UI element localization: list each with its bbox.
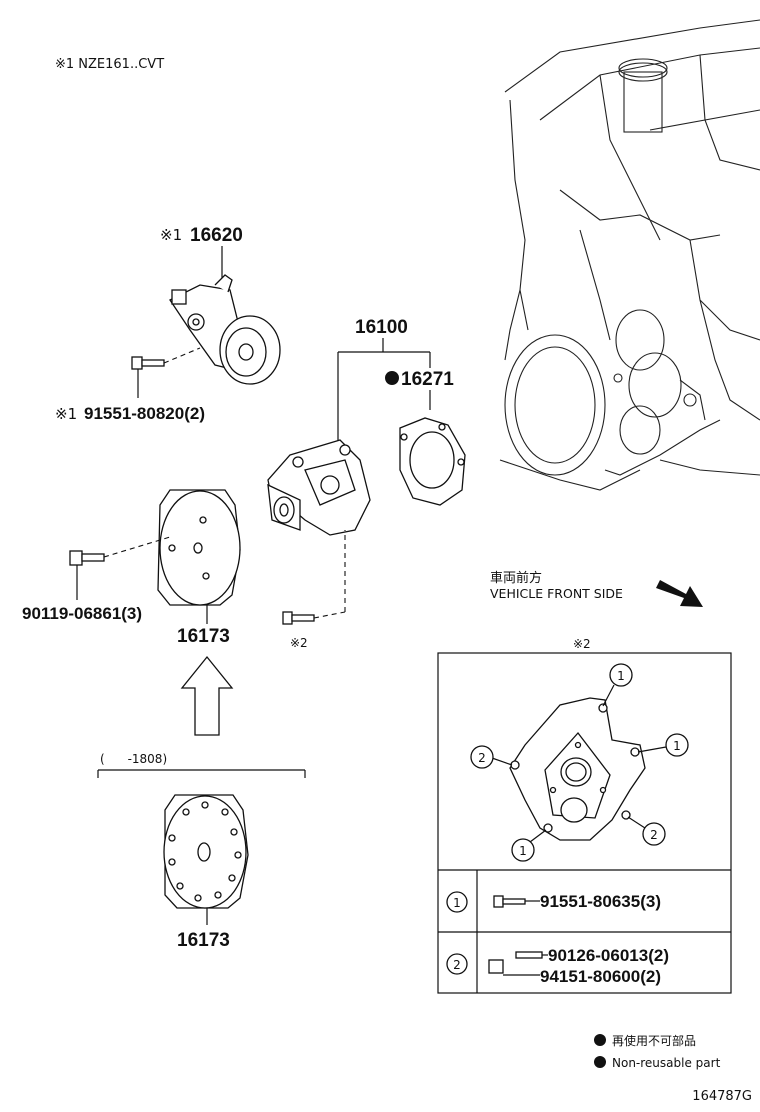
engine-block-illustration — [499, 19, 760, 491]
note-nze161-cvt: ※1 NZE161..CVT — [55, 57, 164, 72]
vehicle-front-en: VEHICLE FRONT SIDE — [490, 586, 623, 601]
svg-text:2: 2 — [453, 958, 461, 972]
inset-part-number: 91551-80635(3) — [540, 892, 661, 911]
note-mark-2: ※2 — [290, 636, 308, 650]
pump-bolt-illustration — [282, 530, 346, 625]
legend: 再使用不可部品 Non-reusable part — [594, 1033, 721, 1070]
svg-text:1: 1 — [617, 669, 625, 683]
water-pump-part-number: 16100 — [355, 317, 408, 338]
svg-text:1: 1 — [519, 844, 527, 858]
front-direction-arrow-icon — [656, 580, 703, 607]
svg-text:2: 2 — [478, 751, 486, 765]
inset-callout: 2 — [470, 745, 513, 769]
inset-pump-illustration — [509, 697, 646, 841]
pulley-bolt-illustration — [69, 536, 171, 566]
inset-note-mark-2: ※2 — [573, 637, 591, 651]
inset-part-number: 90126-06013(2) — [548, 946, 669, 965]
inset-callout: 1 — [511, 829, 547, 862]
inset-callout: 1 — [637, 733, 689, 757]
pulley-part-number: 16173 — [177, 626, 230, 647]
legend-en: Non-reusable part — [612, 1056, 721, 1070]
water-pump-illustration — [267, 439, 371, 536]
vehicle-front-jp: 車両前方 — [490, 570, 542, 586]
date-range-label: ( -1808) — [100, 752, 167, 766]
pulley-illustration — [157, 489, 241, 606]
gasket-illustration — [399, 417, 466, 506]
inset-part-number: 94151-80600(2) — [540, 967, 661, 986]
tensioner-part-number: 16620 — [190, 225, 243, 246]
drawing-id: 164787G — [692, 1089, 752, 1104]
tensioner-bolt-part-number: 91551-80820(2) — [84, 404, 205, 423]
legend-jp: 再使用不可部品 — [612, 1033, 696, 1048]
inset-callout: 2 — [627, 816, 666, 846]
inset-row-1: 1 91551-80635(3) — [446, 891, 661, 913]
old-pulley-part-number: 16173 — [177, 930, 230, 951]
old-pulley-illustration — [163, 794, 249, 909]
tensioner-illustration — [169, 274, 281, 385]
gasket-part-number: 16271 — [401, 369, 454, 390]
inset-panel — [437, 652, 732, 994]
inset-row-2: 2 90126-06013(2) 94151-80600(2) — [446, 946, 669, 986]
inset-callout: 1 — [602, 663, 633, 707]
tensioner-mark: ※1 — [160, 226, 182, 244]
non-reusable-dot-icon — [594, 1056, 606, 1068]
tensioner-bolt-mark: ※1 — [55, 405, 77, 423]
tensioner-bolt-illustration — [131, 347, 201, 370]
svg-text:1: 1 — [453, 896, 461, 910]
svg-text:1: 1 — [673, 739, 681, 753]
non-reusable-dot-icon — [385, 371, 399, 385]
svg-text:2: 2 — [650, 828, 658, 842]
non-reusable-dot-icon — [594, 1034, 606, 1046]
supersession-arrow-icon — [180, 655, 234, 736]
pulley-bolt-part-number: 90119-06861(3) — [22, 604, 142, 623]
